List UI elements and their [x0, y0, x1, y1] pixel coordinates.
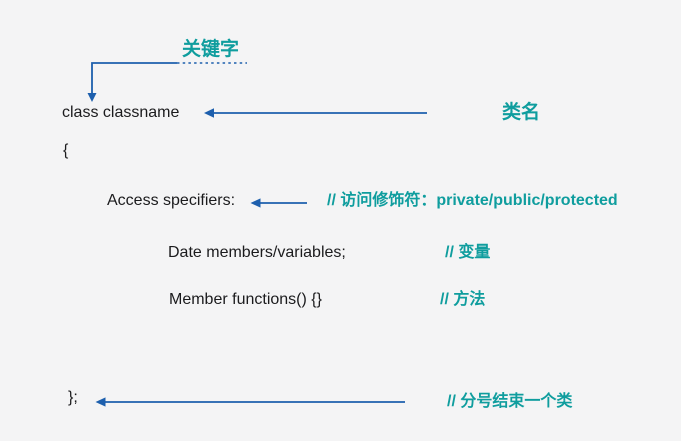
code-class-declaration: class classname — [62, 104, 180, 121]
keyword-label: 关键字 — [182, 39, 240, 60]
arrow-comment-to-access-head — [250, 198, 261, 208]
code-data-members: Date members/variables; — [168, 244, 346, 261]
code-close-brace: }; — [68, 389, 78, 406]
method-comment: // 方法 — [440, 291, 486, 308]
code-access-specifiers: Access specifiers: — [107, 192, 236, 209]
access-specifier-comment: // 访问修饰符：private/public/protected — [327, 192, 618, 209]
code-member-functions: Member functions() {} — [169, 291, 322, 308]
arrow-comment-to-close-brace-head — [95, 397, 106, 407]
code-open-brace: { — [63, 142, 69, 159]
variable-comment: // 变量 — [445, 244, 491, 261]
arrow-label-to-classname-head — [204, 108, 214, 118]
closing-comment: // 分号结束一个类 — [447, 393, 573, 410]
arrow-keyword-to-class-head — [87, 93, 97, 102]
classname-label: 类名 — [502, 102, 541, 123]
arrow-keyword-to-class — [91, 62, 177, 94]
